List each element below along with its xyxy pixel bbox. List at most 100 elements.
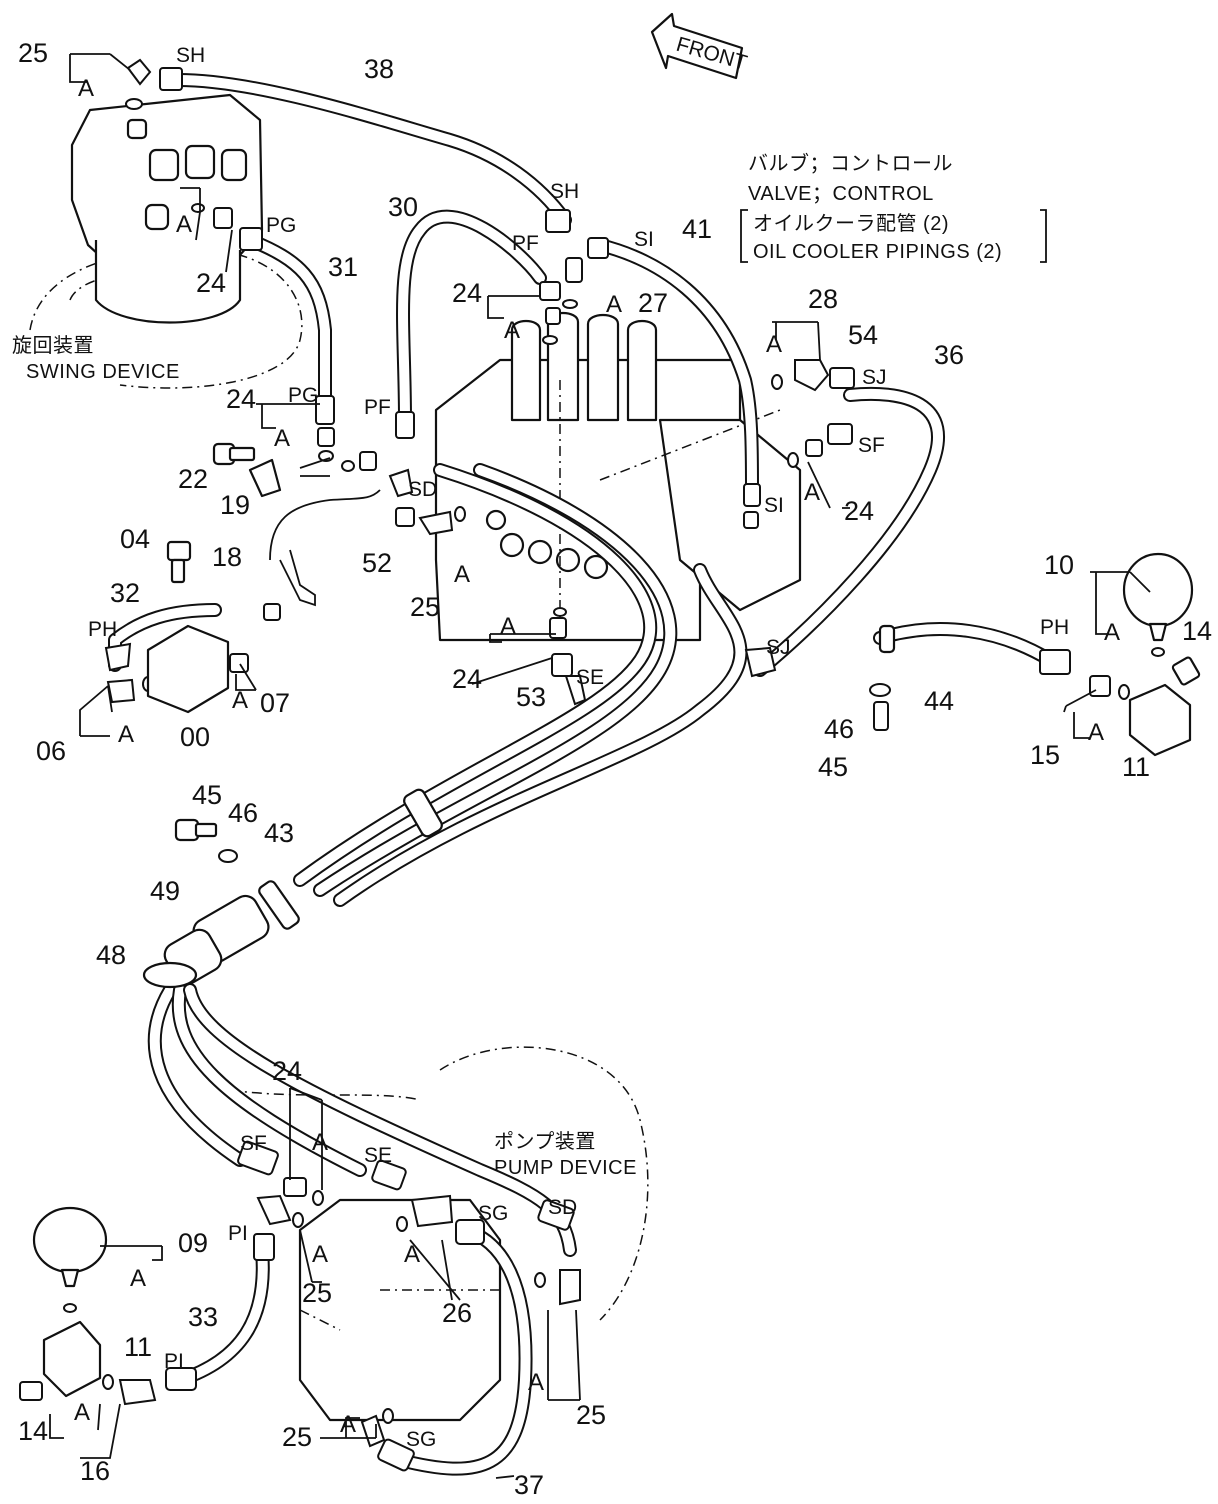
port-label-sh: SH bbox=[550, 180, 579, 203]
part-label-30: 30 bbox=[388, 192, 418, 222]
seal-label-a: A bbox=[232, 687, 248, 714]
port-block-00 bbox=[146, 624, 230, 714]
part-label-25: 25 bbox=[18, 38, 48, 68]
swing-device-label-jp: 旋回装置 bbox=[12, 334, 94, 357]
part-label-46: 46 bbox=[228, 798, 258, 828]
pump-device-label-en: PUMP DEVICE bbox=[494, 1157, 637, 1179]
seal-label-a: A bbox=[404, 1241, 420, 1268]
port-label-pi: PI bbox=[164, 1350, 184, 1373]
oil-cooler-label-en: OIL COOLER PIPINGS (2) bbox=[753, 241, 1002, 263]
part-label-45: 45 bbox=[192, 780, 222, 810]
swing-device-label-en: SWING DEVICE bbox=[26, 361, 180, 383]
port-label-si: SI bbox=[634, 228, 654, 251]
part-label-31: 31 bbox=[328, 252, 358, 282]
port-label-sj: SJ bbox=[862, 366, 887, 389]
seal-label-a: A bbox=[78, 75, 94, 102]
bolt-45-middle bbox=[174, 818, 218, 842]
seal-label-a: A bbox=[1104, 619, 1120, 646]
seal-label-a: A bbox=[528, 1369, 544, 1396]
part-label-49: 49 bbox=[150, 876, 180, 906]
port-label-sd: SD bbox=[408, 478, 437, 501]
part-label-04: 04 bbox=[120, 524, 150, 554]
clip-19 bbox=[248, 458, 282, 498]
oil-cooler-label-jp: オイルクーラ配管 (2) bbox=[753, 212, 949, 235]
port-block-11-left bbox=[42, 1320, 102, 1398]
part-label-25: 25 bbox=[282, 1422, 312, 1452]
part-label-19: 19 bbox=[220, 490, 250, 520]
seal-label-a: A bbox=[274, 425, 290, 452]
part-label-43: 43 bbox=[264, 818, 294, 848]
pump-device-annotation: ポンプ装置 PUMP DEVICE bbox=[494, 1130, 637, 1179]
leader-lines bbox=[49, 53, 1151, 1479]
seal-label-a: A bbox=[118, 721, 134, 748]
part-label-48: 48 bbox=[96, 940, 126, 970]
port-label-se: SE bbox=[576, 666, 604, 689]
control-valve-label-jp: バルブ；コントロール bbox=[748, 151, 953, 175]
seal-label-a: A bbox=[74, 1399, 90, 1426]
part-label-37: 37 bbox=[514, 1470, 544, 1500]
bolt-22 bbox=[212, 442, 256, 466]
hose-clamps bbox=[258, 624, 896, 930]
part-label-28: 28 bbox=[808, 284, 838, 314]
washer-46-middle bbox=[218, 849, 238, 863]
pump-device-label-jp: ポンプ装置 bbox=[494, 1130, 596, 1153]
part-label-33: 33 bbox=[188, 1302, 218, 1332]
part-label-10: 10 bbox=[1044, 550, 1074, 580]
port-label-sf: SF bbox=[858, 434, 885, 457]
part-label-24: 24 bbox=[196, 268, 226, 298]
part-label-38: 38 bbox=[364, 54, 394, 84]
seal-label-a: A bbox=[504, 317, 520, 344]
seal-label-a: A bbox=[130, 1265, 146, 1292]
seal-label-a: A bbox=[1088, 719, 1104, 746]
port-label-sh: SH bbox=[176, 44, 205, 67]
port-label-sg: SG bbox=[406, 1428, 436, 1451]
port-label-si: SI bbox=[764, 494, 784, 517]
part-label-44: 44 bbox=[924, 686, 954, 716]
seal-label-a: A bbox=[312, 1241, 328, 1268]
fittings bbox=[19, 58, 1130, 1472]
port-label-sf: SF bbox=[240, 1132, 267, 1155]
part-label-25: 25 bbox=[302, 1278, 332, 1308]
part-label-07: 07 bbox=[260, 688, 290, 718]
accumulator-10 bbox=[1122, 552, 1194, 657]
port-label-ph: PH bbox=[88, 618, 117, 641]
swing-device-annotation: 旋回装置 SWING DEVICE bbox=[12, 334, 180, 383]
seal-label-a: A bbox=[804, 479, 820, 506]
part-label-15: 15 bbox=[1030, 740, 1060, 770]
pump-device bbox=[229, 1046, 649, 1422]
part-label-25: 25 bbox=[410, 592, 440, 622]
part-label-27: 27 bbox=[638, 288, 668, 318]
part-label-45: 45 bbox=[818, 752, 848, 782]
part-label-52: 52 bbox=[362, 548, 392, 578]
part-label-24: 24 bbox=[452, 278, 482, 308]
port-label-pf: PF bbox=[512, 232, 539, 255]
part-label-26: 26 bbox=[442, 1298, 472, 1328]
part-label-00: 00 bbox=[180, 722, 210, 752]
part-label-24: 24 bbox=[272, 1056, 302, 1086]
seal-label-a: A bbox=[340, 1411, 356, 1438]
seal-label-a: A bbox=[500, 613, 516, 640]
port-label-pf: PF bbox=[364, 396, 391, 419]
part-label-24: 24 bbox=[844, 496, 874, 526]
part-label-06: 06 bbox=[36, 736, 66, 766]
control-valve-label-en: VALVE；CONTROL bbox=[748, 183, 934, 205]
bolt-04 bbox=[166, 540, 192, 584]
part-label-53: 53 bbox=[516, 682, 546, 712]
part-label-54: 54 bbox=[848, 320, 878, 350]
seal-label-a: A bbox=[454, 561, 470, 588]
port-label-sg: SG bbox=[478, 1202, 508, 1225]
accumulator-09 bbox=[32, 1206, 108, 1313]
port-code-labels: SH SH PG PG PF PF SI SI SJ SJ SF SF SD S… bbox=[88, 44, 1069, 1451]
part-label-11: 11 bbox=[124, 1332, 152, 1362]
front-direction-arrow: FRONT bbox=[650, 12, 750, 80]
part-label-25: 25 bbox=[576, 1400, 606, 1430]
port-label-pi: PI bbox=[228, 1222, 248, 1245]
seal-letter-labels: A A A A A A A A A A A A A A A A A A A A bbox=[74, 75, 1120, 1438]
part-label-46: 46 bbox=[824, 714, 854, 744]
part-label-41: 41 bbox=[682, 214, 712, 244]
seal-label-a: A bbox=[312, 1129, 328, 1156]
port-label-ph: PH bbox=[1040, 616, 1069, 639]
port-label-sd: SD bbox=[548, 1196, 577, 1219]
seal-label-a: A bbox=[176, 211, 192, 238]
part-label-22: 22 bbox=[178, 464, 208, 494]
